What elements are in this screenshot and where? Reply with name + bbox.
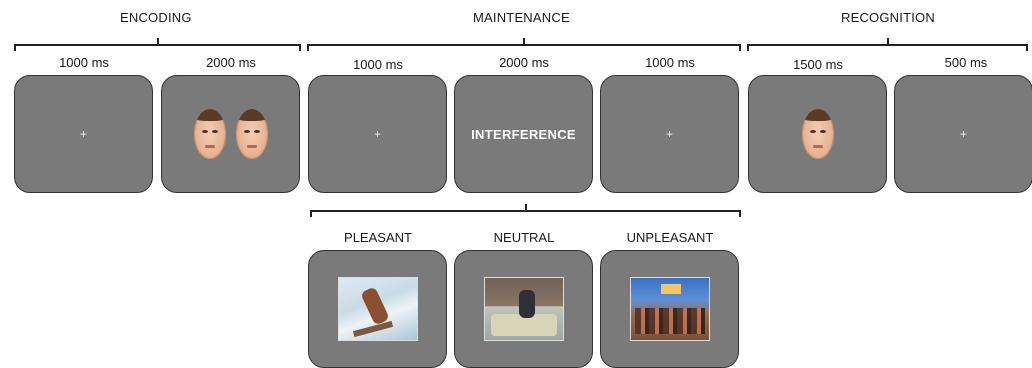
interference-label: INTERFERENCE — [471, 126, 576, 142]
screen-fixation-recognition: + — [894, 75, 1032, 193]
phase-label-encoding: ENCODING — [120, 10, 192, 25]
bracket-interference-types — [310, 204, 741, 218]
duration-label: 2000 ms — [206, 55, 256, 70]
screen-fixation-maintenance-2: + — [600, 75, 739, 193]
screen-encoding-faces — [161, 75, 300, 193]
fixation-cross: + — [959, 127, 967, 141]
face-image — [801, 109, 834, 159]
duration-label: 1000 ms — [645, 55, 695, 70]
neutral-photo — [483, 277, 564, 341]
screen-fixation-maintenance-1: + — [308, 75, 447, 193]
fixation-cross: + — [79, 127, 87, 141]
screen-fixation-encoding: + — [14, 75, 153, 193]
duration-label: 2000 ms — [499, 55, 549, 70]
screen-pleasant — [308, 250, 447, 368]
screen-interference: INTERFERENCE — [454, 75, 593, 193]
duration-label: 1500 ms — [793, 57, 843, 72]
category-label-pleasant: PLEASANT — [344, 230, 412, 245]
pleasant-photo — [337, 277, 418, 341]
phase-label-maintenance: MAINTENANCE — [473, 10, 570, 25]
face-image — [235, 109, 268, 159]
duration-label: 1000 ms — [353, 57, 403, 72]
category-label-neutral: NEUTRAL — [493, 230, 555, 245]
category-label-unpleasant: UNPLEASANT — [626, 230, 714, 245]
face-image — [193, 109, 226, 159]
duration-label: 500 ms — [944, 55, 988, 70]
duration-label: 1000 ms — [59, 55, 109, 70]
screen-recognition-face — [748, 75, 887, 193]
bracket-recognition — [747, 38, 1028, 52]
phase-label-recognition: RECOGNITION — [841, 10, 935, 25]
fixation-cross: + — [373, 127, 381, 141]
fixation-cross: + — [665, 127, 673, 141]
screen-neutral — [454, 250, 593, 368]
unpleasant-photo — [629, 277, 710, 341]
bracket-maintenance — [307, 38, 741, 52]
screen-unpleasant — [600, 250, 739, 368]
bracket-encoding — [14, 38, 301, 52]
